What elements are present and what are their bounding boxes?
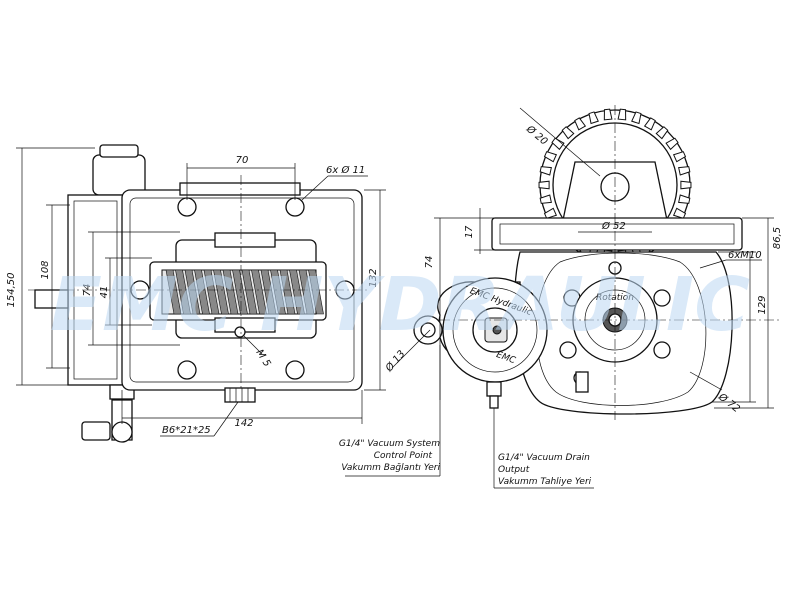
mounting-flange	[491, 217, 743, 251]
wheel-tooth	[643, 117, 656, 131]
gear-top-cap	[214, 232, 276, 248]
wheel-tooth	[665, 137, 679, 151]
left-view: 154,50 108 74 41 132 142 70 6x Ø 11 M 5	[6, 144, 386, 443]
wheel-tooth	[631, 111, 642, 125]
note-control-line-3: Vakumm Bağlantı Yeri	[341, 463, 440, 473]
note-vacuum-control: G1/4" Vacuum System Control Point Vakumm…	[339, 439, 441, 473]
body-hole-4	[653, 341, 671, 359]
gear-tooth	[213, 269, 229, 315]
drain-plug-stem	[489, 395, 499, 409]
bolt-hole-5	[177, 360, 197, 380]
wheel-tooth	[655, 126, 669, 140]
wheel-tooth	[603, 108, 613, 121]
gear-tooth	[194, 269, 210, 315]
m5-screw	[234, 326, 246, 338]
dim-shaft-dia: Ø 20	[523, 122, 550, 147]
wheel-tooth	[561, 126, 575, 140]
dim-86: 86,5	[772, 227, 783, 249]
bolt-hole-2	[285, 197, 305, 217]
note-drain-line-3: Vakumm Tahliye Yeri	[498, 477, 592, 487]
wheel-tooth	[574, 117, 587, 131]
gear-tooth	[251, 269, 267, 315]
dim-142: 142	[234, 418, 253, 429]
wheel-tooth	[672, 151, 687, 163]
dim-bolt-circle: Ø 72	[715, 390, 742, 415]
gear-tooth	[222, 269, 239, 315]
dim-74: 74	[82, 284, 93, 297]
dim-spline: B6*21*25	[162, 425, 211, 436]
dim-154: 154,50	[6, 273, 17, 308]
note-drain-line-1: G1/4" Vacuum Drain	[498, 453, 590, 463]
note-drain-line-2: Output	[498, 465, 530, 475]
dim-bolt-holes: 6x Ø 11	[326, 164, 365, 176]
drain-plug	[486, 381, 502, 397]
wheel-tooth	[588, 111, 599, 125]
vacuum-pump-center	[492, 325, 502, 335]
right-view: Rotation EMC Hydraulic EMC Ø 20 Ø 52 74 …	[345, 105, 783, 489]
bolt-hole-1	[177, 197, 197, 217]
vacuum-cylinder-cap	[99, 144, 139, 158]
body-hole-2	[653, 289, 671, 307]
note-vacuum-drain: G1/4" Vacuum Drain Output Vakumm Tahliye…	[498, 453, 592, 487]
vacuum-cylinder-top	[92, 154, 146, 196]
wheel-tooth	[617, 108, 627, 121]
dim-108: 108	[40, 260, 51, 279]
gear-tooth	[241, 269, 258, 315]
wheel-tooth	[678, 194, 691, 204]
vacuum-fitting-nut	[111, 421, 133, 443]
wheel-tooth	[538, 180, 550, 190]
wheel-tooth	[543, 207, 558, 219]
helical-gear	[161, 269, 324, 315]
dim-thread: 6xM10	[728, 250, 762, 261]
gear-tooth	[175, 269, 191, 315]
gear-tooth	[232, 269, 248, 315]
gear-tooth	[289, 269, 305, 315]
wheel-tooth	[678, 166, 691, 176]
vacuum-pump-ring	[452, 287, 538, 373]
spline-stub	[224, 387, 256, 403]
bolt-hole-6	[285, 360, 305, 380]
dim-132: 132	[368, 268, 379, 287]
dim-74-right: 74	[424, 256, 435, 269]
bottom-bolt	[575, 371, 589, 393]
gear-tooth	[270, 269, 286, 315]
gear-tooth	[298, 269, 315, 315]
body-hole-3	[559, 341, 577, 359]
side-module-ear-hole	[420, 322, 436, 338]
gear-tooth	[165, 269, 182, 315]
note-control-line-2: Control Point	[374, 451, 433, 461]
dim-70: 70	[236, 155, 249, 166]
dim-129: 129	[757, 295, 768, 314]
dim-port-dia: Ø 13	[382, 348, 407, 375]
wheel-tooth	[543, 151, 558, 163]
wheel-tooth	[680, 180, 692, 190]
gear-tooth	[203, 269, 220, 315]
dim-17: 17	[464, 225, 475, 238]
wheel-tooth	[539, 166, 552, 176]
wheel-tooth	[539, 194, 552, 204]
gear-tooth	[308, 269, 324, 315]
note-control-line-1: G1/4" Vacuum System	[339, 439, 440, 449]
watermark: EMC HYDRAULIC	[50, 262, 750, 348]
mounting-flange-inner	[499, 223, 735, 245]
vacuum-fitting-connector	[81, 421, 111, 441]
gear-tooth	[184, 269, 201, 315]
gear-tooth	[279, 269, 296, 315]
top-boss	[179, 182, 301, 196]
dim-41: 41	[99, 286, 110, 299]
dim-pilot-dia: Ø 52	[601, 220, 626, 232]
gear-tooth	[260, 269, 277, 315]
